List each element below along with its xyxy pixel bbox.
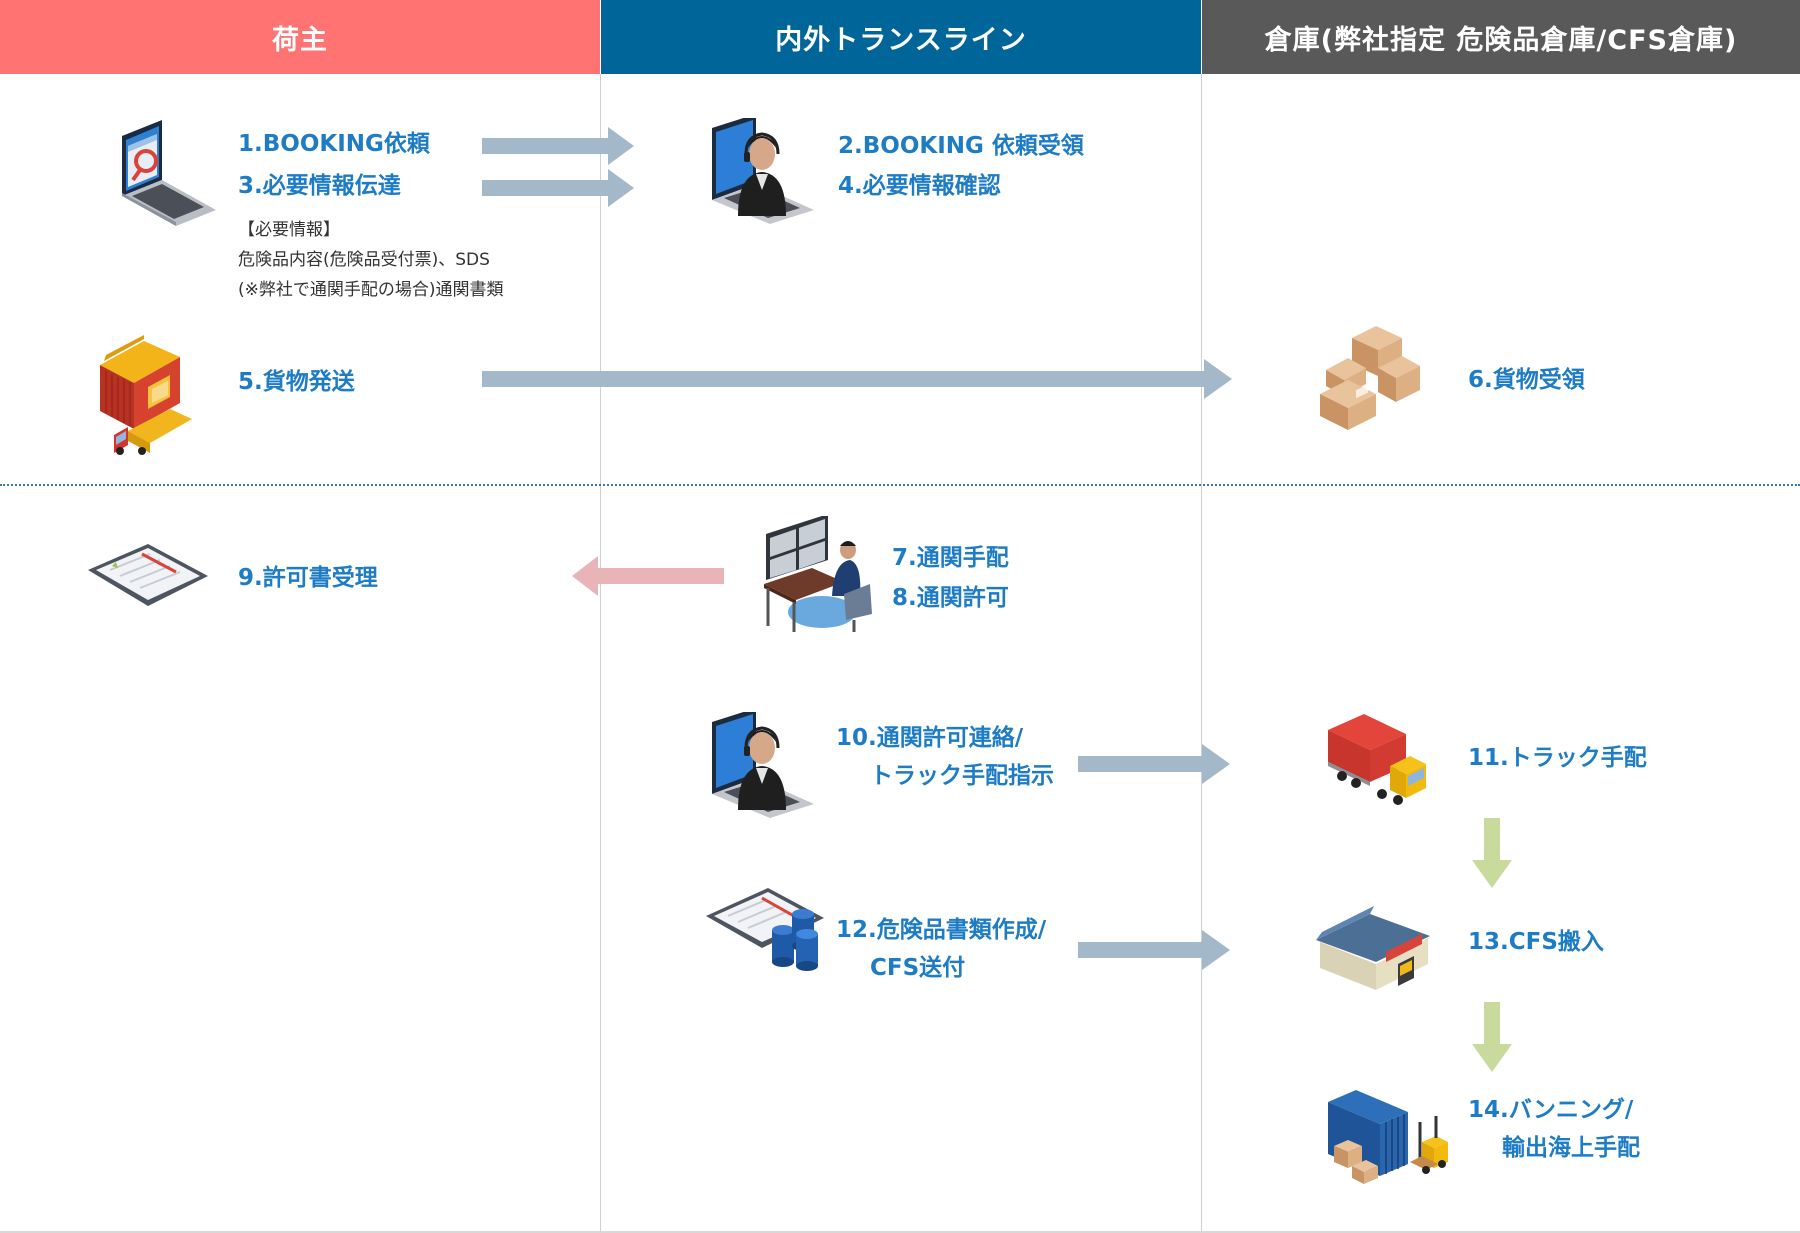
column-header-shipper: 荷主 bbox=[0, 0, 600, 74]
step-2-label: 2.BOOKING 依頼受領 bbox=[838, 133, 1084, 159]
column-header-warehouse: 倉庫(弊社指定 危険品倉庫/CFS倉庫) bbox=[1202, 0, 1800, 74]
cardboard-boxes-icon bbox=[1320, 326, 1420, 430]
required-info-heading: 【必要情報】 bbox=[238, 220, 340, 240]
clipboard-drums-icon bbox=[706, 888, 824, 971]
step-3-label: 3.必要情報伝達 bbox=[238, 173, 401, 199]
step-6-label: 6.貨物受領 bbox=[1468, 367, 1585, 393]
column-separator bbox=[1201, 74, 1202, 1233]
step-13-label: 13.CFS搬入 bbox=[1468, 929, 1604, 955]
operator-laptop-icon bbox=[712, 118, 814, 224]
step-12-label-continued: CFS送付 bbox=[870, 955, 966, 981]
required-info-line: 危険品内容(危険品受付票)、SDS bbox=[238, 250, 490, 270]
required-info-line: (※弊社で通関手配の場合)通関書類 bbox=[238, 280, 504, 300]
step-5-label: 5.貨物発送 bbox=[238, 369, 355, 395]
clipboard-document-icon bbox=[88, 544, 208, 606]
step-4-label: 4.必要情報確認 bbox=[838, 173, 1001, 199]
flow-arrow-cfs-docs bbox=[1078, 930, 1230, 970]
down-arrow-truck-to-cfs bbox=[1472, 818, 1512, 888]
step-9-label: 9.許可書受理 bbox=[238, 565, 378, 591]
step-7-label: 7.通関手配 bbox=[892, 545, 1009, 571]
column-separator bbox=[600, 74, 601, 1233]
step-8-label: 8.通関許可 bbox=[892, 585, 1009, 611]
step-11-label: 11.トラック手配 bbox=[1468, 745, 1647, 771]
down-arrow-cfs-to-vanning bbox=[1472, 1002, 1512, 1072]
frame-bottom-border bbox=[0, 1231, 1800, 1233]
column-header-naigai: 内外トランスライン bbox=[601, 0, 1201, 74]
step-10-label: 10.通関許可連絡/ bbox=[836, 725, 1024, 751]
cfs-warehouse-icon bbox=[1316, 906, 1430, 990]
return-arrow-permit bbox=[572, 556, 724, 596]
step-14-label: 14.バンニング/ bbox=[1468, 1097, 1634, 1123]
step-10-label-continued: トラック手配指示 bbox=[870, 763, 1054, 789]
flow-arrow-cargo-dispatch bbox=[482, 359, 1232, 399]
flow-arrow-booking bbox=[482, 127, 634, 165]
customs-operator-desk-icon bbox=[764, 516, 872, 632]
step-1-label: 1.BOOKING依頼 bbox=[238, 131, 430, 157]
warehouse-truck-icon bbox=[100, 335, 192, 455]
phase-divider bbox=[0, 484, 1800, 486]
flow-arrow-info bbox=[482, 169, 634, 207]
step-14-label-continued: 輸出海上手配 bbox=[1502, 1135, 1640, 1161]
laptop-search-icon bbox=[122, 120, 216, 226]
flow-arrow-truck-instruction bbox=[1078, 744, 1230, 784]
operator-laptop-icon bbox=[712, 712, 814, 818]
required-info-note: 【必要情報】 危険品内容(危険品受付票)、SDS (※弊社で通関手配の場合)通関… bbox=[238, 215, 504, 305]
container-forklift-icon bbox=[1328, 1090, 1448, 1184]
cargo-truck-icon bbox=[1328, 714, 1426, 805]
step-12-label: 12.危険品書類作成/ bbox=[836, 917, 1047, 943]
